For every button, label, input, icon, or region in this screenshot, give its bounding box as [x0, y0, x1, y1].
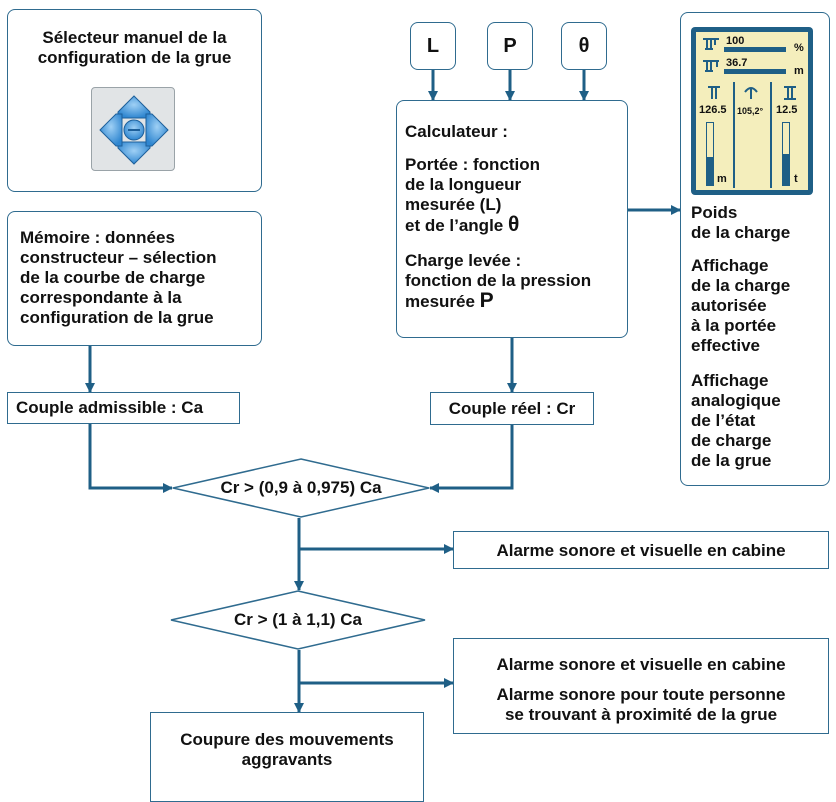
- diamond1-shape: [172, 458, 430, 518]
- column-separator: [733, 82, 735, 188]
- affichage1-line3: autorisée: [691, 296, 767, 315]
- coupure-text: Coupure des mouvements aggravants: [151, 730, 423, 770]
- column-separator: [770, 82, 772, 188]
- couple-admissible-box: Couple admissible : Ca: [7, 392, 240, 424]
- poids-text: Poids de la charge: [691, 203, 790, 243]
- angle-value: 105,2°: [737, 106, 764, 116]
- tonnage-value: 12.5: [776, 104, 798, 116]
- portee-line2: de la longueur: [405, 175, 522, 194]
- memoire-box: Mémoire : données constructeur – sélecti…: [7, 211, 262, 346]
- coupure-line2: aggravants: [241, 750, 333, 769]
- arrow-right-button: [145, 113, 169, 147]
- alarme1-label: Alarme sonore et visuelle en cabine: [496, 541, 786, 560]
- display-panel: 100 % 36.7 m 126.5 105: [680, 12, 830, 486]
- arrow-down-button: [117, 141, 151, 165]
- affichage2-line5: de la grue: [691, 451, 772, 470]
- reach-bar: [724, 69, 786, 74]
- portee-line4: et de l’angle θ: [405, 213, 540, 236]
- theta-symbol: θ: [507, 213, 520, 236]
- coupure-line1: Coupure des mouvements: [180, 730, 394, 749]
- calculateur-title: Calculateur :: [405, 122, 508, 141]
- crane-tonnage-icon: [782, 84, 798, 100]
- charge-line2: fonction de la pression: [405, 271, 592, 290]
- affichage2-line1: Affichage: [691, 371, 769, 390]
- radius-value: 126.5: [699, 104, 727, 116]
- poids-line2: de la charge: [691, 223, 791, 242]
- affichage1-line5: effective: [691, 336, 760, 355]
- input-theta: θ: [561, 22, 607, 70]
- portee-line3: mesurée (L): [405, 195, 502, 214]
- crane-load-icon: [701, 36, 721, 50]
- input-L: L: [410, 22, 456, 70]
- affichage2-line3: de l’état: [691, 411, 756, 430]
- memoire-line2: constructeur – sélection: [20, 248, 217, 267]
- affichage2-line4: de charge: [691, 431, 772, 450]
- selecteur-title: Sélecteur manuel de la configuration de …: [8, 28, 261, 68]
- diamond2-label: Cr > (1 à 1,1) Ca: [233, 610, 363, 629]
- lcd-screen: 100 % 36.7 m 126.5 105: [691, 27, 813, 195]
- affichage1-text: Affichage de la charge autorisée à la po…: [691, 256, 790, 356]
- alarme1-box: Alarme sonore et visuelle en cabine: [453, 531, 829, 569]
- charge-line3-text: mesurée: [405, 292, 475, 311]
- direction-pad[interactable]: [91, 87, 175, 171]
- memoire-line3: de la courbe de charge: [20, 268, 206, 287]
- diamond2-shape: [170, 590, 426, 650]
- selecteur-title-line1: Sélecteur manuel de la: [42, 28, 227, 47]
- arrow-cr-to-diamond1: [429, 425, 514, 493]
- memoire-line1: Mémoire : données: [20, 228, 175, 247]
- affichage1-line2: de la charge: [691, 276, 791, 295]
- affichage1-line4: à la portée: [691, 316, 777, 335]
- poids-line1: Poids: [691, 203, 738, 222]
- charge-text: Charge levée : fonction de la pression m…: [405, 251, 591, 312]
- affichage2-line2: analogique: [691, 391, 781, 410]
- charge-line1: Charge levée :: [405, 251, 522, 270]
- alarme2-line3: se trouvant à proximité de la grue: [504, 705, 778, 724]
- lcd-inner: 100 % 36.7 m 126.5 105: [696, 32, 808, 190]
- diamond1-label: Cr > (0,9 à 0,975) Ca: [220, 478, 382, 497]
- couple-reel-box: Couple réel : Cr: [430, 392, 594, 425]
- connector-lines: [85, 70, 681, 713]
- memoire-text: Mémoire : données constructeur – sélecti…: [20, 228, 217, 328]
- memoire-line4: correspondante à la: [20, 288, 182, 307]
- input-P: P: [487, 22, 533, 70]
- selecteur-box: Sélecteur manuel de la configuration de …: [7, 9, 262, 192]
- alarme2-line1: Alarme sonore et visuelle en cabine: [496, 655, 786, 674]
- tonnage-gauge: [782, 122, 790, 186]
- arrow-up-button: [117, 95, 151, 119]
- alarme2-box: Alarme sonore et visuelle en cabine Alar…: [453, 638, 829, 734]
- radius-gauge: [706, 122, 714, 186]
- crane-angle-icon: [743, 84, 759, 100]
- alarme2-line2: Alarme sonore pour toute personne: [496, 685, 786, 704]
- selecteur-title-line2: configuration de la grue: [37, 48, 232, 67]
- crane-radius-icon: [706, 84, 722, 100]
- portee-line4-text: et de l’angle: [405, 216, 504, 235]
- percent-value: 100: [726, 35, 745, 47]
- affichage1-line1: Affichage: [691, 256, 769, 275]
- charge-line3: mesurée P: [405, 289, 591, 312]
- reach-value: 36.7: [726, 57, 748, 69]
- tonnage-unit: t: [794, 173, 798, 185]
- percent-unit: %: [794, 42, 804, 54]
- coupure-box: Coupure des mouvements aggravants: [150, 712, 424, 802]
- portee-line1: Portée : fonction: [405, 155, 541, 174]
- affichage2-text: Affichage analogique de l’état de charge…: [691, 371, 781, 471]
- memoire-line5: configuration de la grue: [20, 308, 214, 327]
- couple-reel-label: Couple réel : Cr: [448, 399, 576, 418]
- calculateur-box: Calculateur : Portée : fonction de la lo…: [396, 100, 628, 338]
- radius-unit: m: [717, 173, 727, 185]
- portee-text: Portée : fonction de la longueur mesurée…: [405, 155, 540, 236]
- percent-bar: [724, 47, 786, 52]
- p-symbol: P: [479, 289, 494, 312]
- arrow-ca-to-diamond1: [88, 424, 173, 493]
- arrow-left-button: [99, 113, 123, 147]
- crane-reach-icon: [701, 58, 721, 72]
- reach-unit: m: [794, 65, 804, 77]
- couple-admissible-label: Couple admissible : Ca: [16, 398, 204, 417]
